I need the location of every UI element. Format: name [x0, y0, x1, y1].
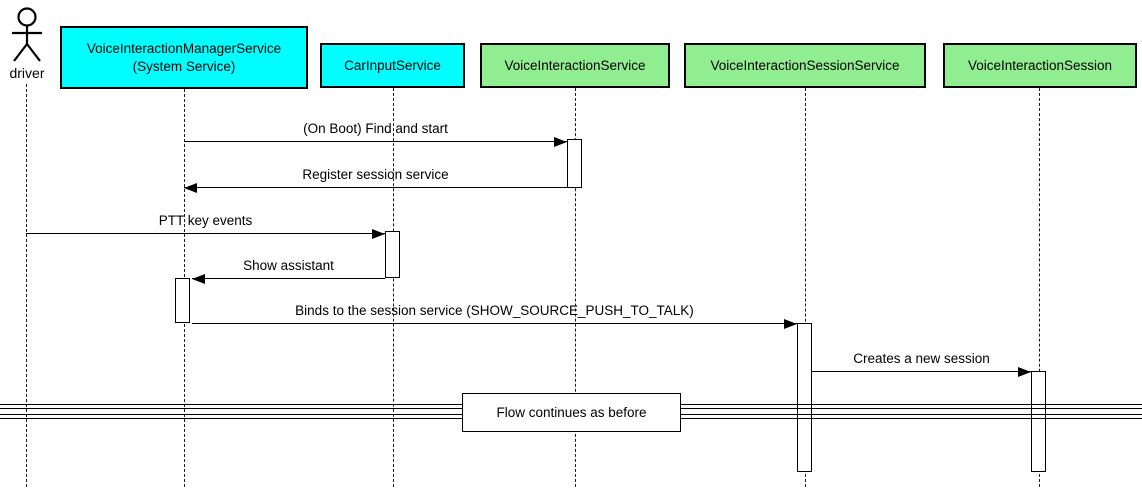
arrowhead-left-icon	[184, 183, 197, 193]
message-label-binds-to-session-service: Binds to the session service (SHOW_SOURC…	[295, 303, 694, 318]
participant-voice-interaction-session: VoiceInteractionSession	[943, 43, 1137, 88]
participant-name: VoiceInteractionSessionService	[710, 57, 900, 73]
message-label-register-session-service: Register session service	[302, 167, 449, 182]
activation-car-input-service	[385, 231, 400, 278]
participant-name: VoiceInteractionManagerService	[86, 40, 282, 56]
message-label-ptt-key-events: PTT key events	[158, 213, 253, 228]
activation-voice-interaction-service	[567, 139, 582, 188]
arrowhead-right-icon	[372, 229, 385, 239]
arrowhead-right-icon	[1018, 367, 1031, 377]
person-icon	[5, 6, 49, 64]
participant-name: VoiceInteractionSession	[967, 57, 1113, 73]
message-line	[26, 233, 385, 234]
participant-subtitle: (System Service)	[132, 58, 236, 74]
arrowhead-left-icon	[192, 274, 205, 284]
activation-voice-interaction-manager-service	[175, 278, 190, 323]
participant-car-input-service: CarInputService	[320, 43, 465, 88]
activation-voice-interaction-session-service	[797, 323, 812, 472]
message-label-show-assistant: Show assistant	[243, 258, 334, 273]
participant-voice-interaction-manager-service: VoiceInteractionManagerService (System S…	[60, 26, 308, 89]
lifeline-voice-interaction-session-service	[805, 88, 806, 487]
participant-name: CarInputService	[344, 57, 441, 73]
actor-driver-label: driver	[9, 65, 45, 81]
message-label-creates-a-new-session: Creates a new session	[853, 351, 990, 366]
divider-label: Flow continues as before	[496, 405, 647, 420]
arrowhead-right-icon	[784, 319, 797, 329]
message-line	[812, 371, 1031, 372]
message-line	[192, 323, 797, 324]
lifeline-driver	[26, 84, 27, 487]
message-line	[184, 141, 567, 142]
message-line	[192, 278, 385, 279]
actor-driver: driver	[5, 6, 49, 84]
divider-label-box: Flow continues as before	[462, 393, 681, 432]
lifeline-voice-interaction-service	[575, 88, 576, 487]
participant-name: VoiceInteractionService	[504, 57, 646, 73]
lifeline-car-input-service	[393, 88, 394, 487]
message-label-on-boot-find-and-start: (On Boot) Find and start	[303, 121, 448, 136]
message-line	[184, 187, 567, 188]
arrowhead-right-icon	[554, 137, 567, 147]
activation-voice-interaction-session	[1031, 371, 1046, 472]
participant-voice-interaction-session-service: VoiceInteractionSessionService	[684, 43, 926, 88]
participant-voice-interaction-service: VoiceInteractionService	[480, 43, 670, 88]
lifeline-voice-interaction-session	[1039, 88, 1040, 487]
